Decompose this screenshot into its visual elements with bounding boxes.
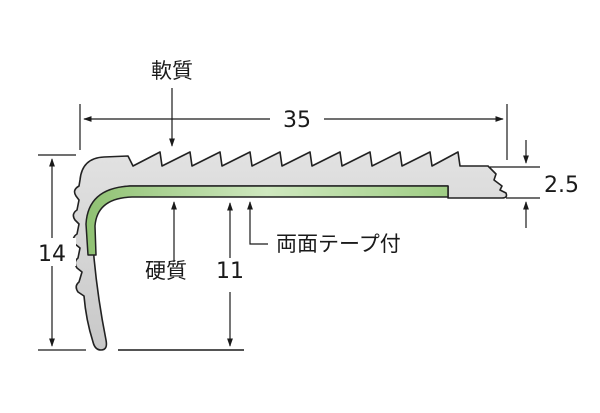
dim-35-mask [270, 104, 324, 132]
soft-body [72, 151, 508, 351]
tape-leader [247, 201, 268, 245]
dim-width-label: 35 [283, 108, 311, 133]
hard-material-label: 硬質 [145, 259, 187, 283]
dim-thickness-label: 2.5 [544, 173, 579, 198]
dim-height-label: 14 [38, 242, 66, 267]
soft-material-label: 軟質 [151, 59, 193, 83]
hard-insert [85, 185, 449, 256]
dim-depth-label: 11 [216, 259, 244, 284]
tape-label: 両面テープ付 [276, 232, 401, 256]
dim-14-mask [30, 238, 76, 266]
